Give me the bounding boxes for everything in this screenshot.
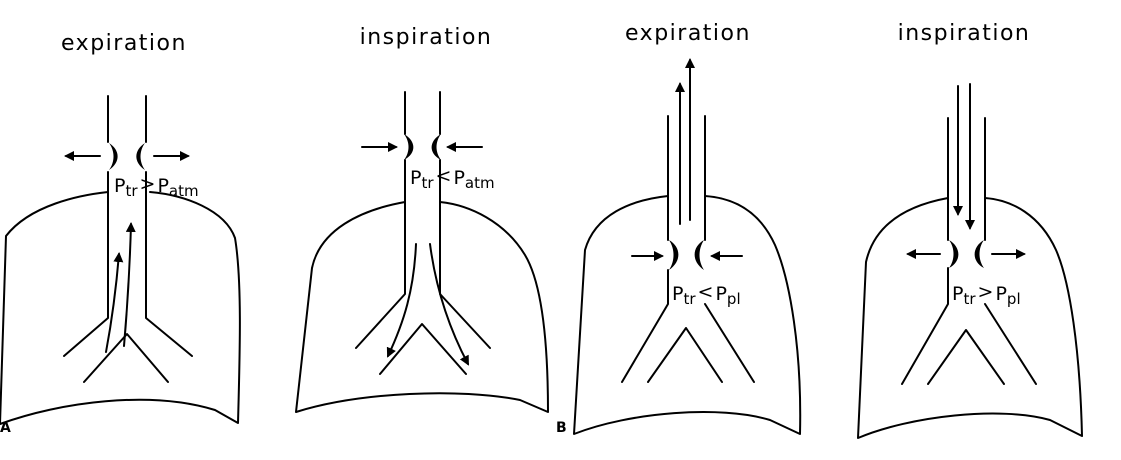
panel-title: inspiration: [360, 25, 493, 50]
panel-title: expiration: [61, 31, 187, 56]
panel-title: inspiration: [898, 21, 1031, 46]
airflow-arrows-up: [105, 222, 136, 353]
trachea: [901, 117, 1037, 385]
panel-title: expiration: [625, 21, 751, 46]
pressure-label: Ptr>Patm: [114, 173, 199, 200]
airway-collapse-bulges: [669, 240, 704, 270]
airway-collapse-bulges: [404, 134, 441, 160]
lung-outline: [573, 195, 802, 435]
pressure-label: Ptr>Ppl: [952, 281, 1021, 308]
trachea: [63, 95, 193, 383]
lung-outline: [295, 201, 549, 413]
panel-a-inspiration: inspiration Ptr<Patm: [295, 25, 549, 413]
panel-b-inspiration: inspiration Ptr>Ppl: [857, 21, 1083, 439]
airflow-arrows-up: [675, 58, 695, 225]
section-label-a: A: [0, 420, 11, 436]
trachea: [355, 91, 491, 375]
section-label-b: B: [556, 420, 567, 436]
airflow-arrows-down: [386, 243, 469, 366]
airway-collapse-bulges: [949, 240, 984, 268]
trachea: [621, 115, 755, 383]
pressure-label: Ptr<Patm: [410, 165, 495, 192]
airflow-arrows-down: [953, 83, 975, 230]
lung-outline: [0, 191, 241, 425]
airway-collapse-bulges: [109, 143, 145, 170]
panel-a-expiration: expiration Ptr>Patm A: [0, 31, 241, 436]
lung-outline: [857, 197, 1083, 439]
pressure-label: Ptr<Ppl: [672, 281, 741, 308]
panel-b-expiration: expiration Ptr<Ppl B: [556, 21, 802, 436]
